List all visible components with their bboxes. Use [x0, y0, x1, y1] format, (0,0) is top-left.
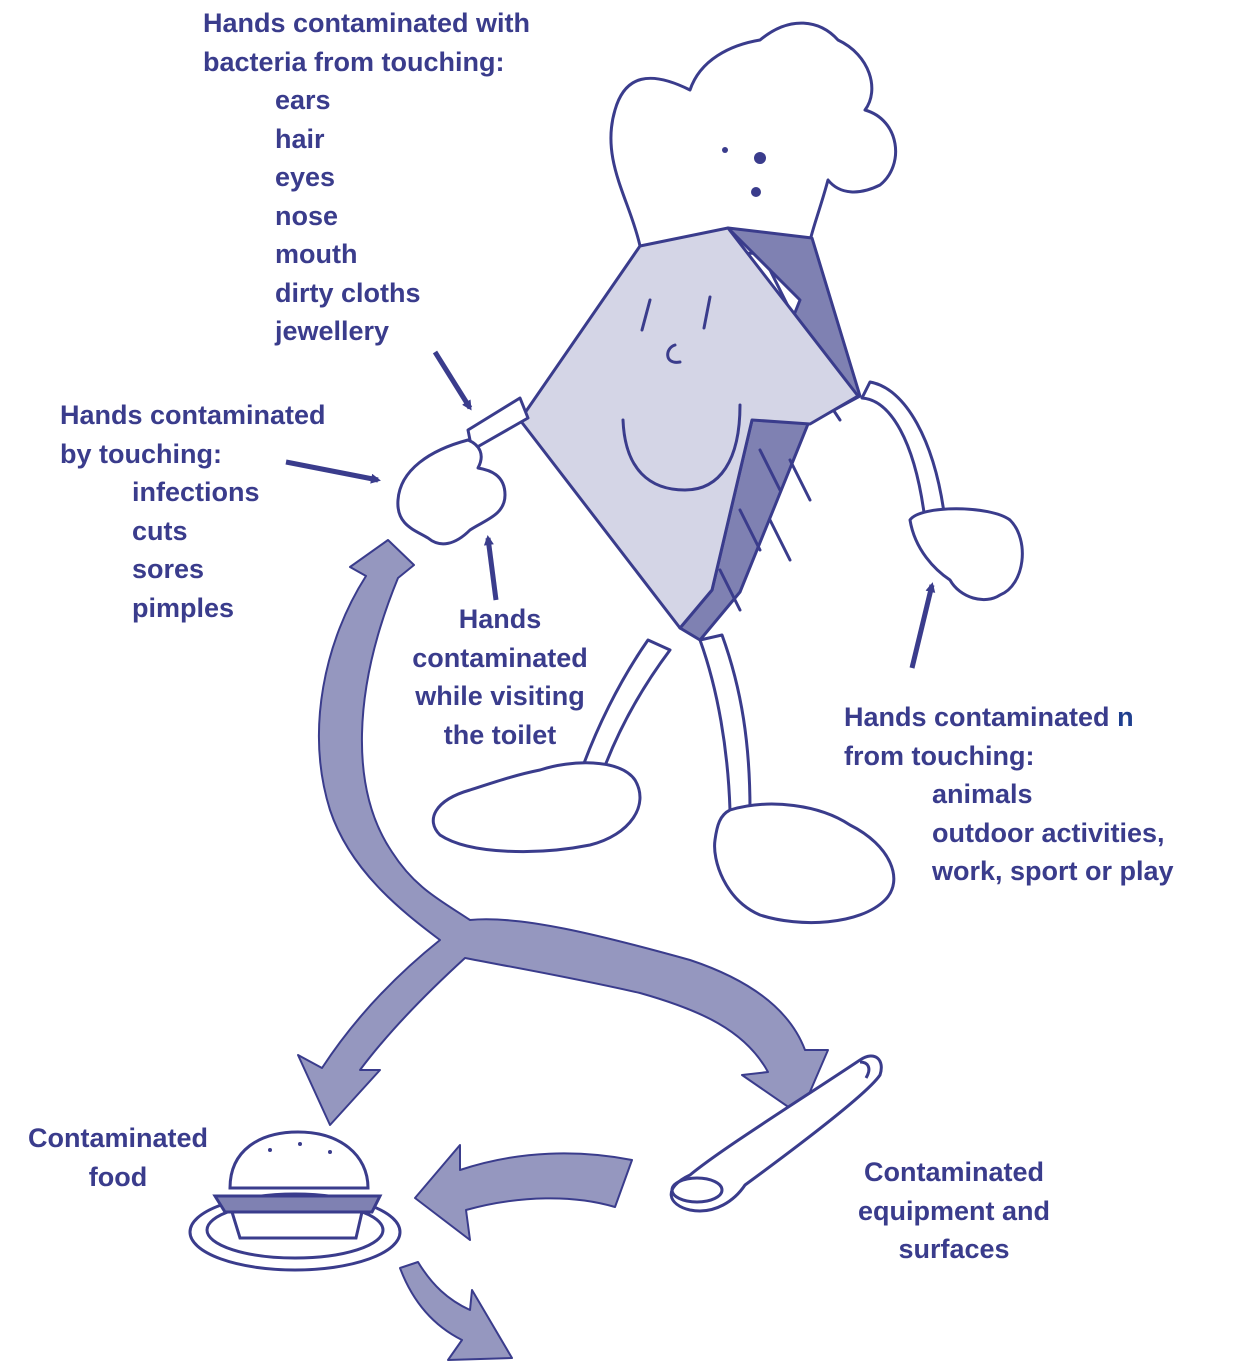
label-hands-animals: Hands contaminated n from touching: anim…	[844, 698, 1174, 891]
label-hands-bacteria: Hands contaminated with bacteria from to…	[203, 4, 530, 351]
arrow-to-wrist	[435, 352, 470, 408]
label-hands-toilet-line-2: contaminated	[380, 639, 620, 678]
list-item: hair	[275, 120, 530, 159]
label-hands-bacteria-heading-1: Hands contaminated with	[203, 4, 530, 43]
list-item: work, sport or play	[932, 852, 1174, 891]
chef-left-arm	[468, 398, 528, 450]
label-equipment-line-1: Contaminated	[826, 1153, 1082, 1192]
list-item: mouth	[275, 235, 530, 274]
arrow-up-to-hand	[488, 538, 496, 600]
label-hands-toilet-line-1: Hands	[380, 600, 620, 639]
label-hands-toilet-line-4: the toilet	[380, 716, 620, 755]
list-item: sores	[132, 550, 326, 589]
list-item: pimples	[132, 589, 326, 628]
list-item: outdoor activities,	[932, 814, 1174, 853]
label-hands-animals-stray-letter: n	[1117, 702, 1134, 732]
label-contaminated-food: Contaminated food	[0, 1119, 236, 1196]
label-food-line-1: Contaminated	[0, 1119, 236, 1158]
label-contaminated-equipment: Contaminated equipment and surfaces	[826, 1153, 1082, 1269]
label-hands-touching-heading-1: Hands contaminated	[60, 396, 326, 435]
list-item: eyes	[275, 158, 530, 197]
label-food-line-2: food	[0, 1158, 236, 1197]
chef-left-foot	[433, 763, 640, 852]
flow-arrow-to-food	[415, 1145, 632, 1240]
list-item: dirty cloths	[275, 274, 530, 313]
chef-right-hand	[910, 509, 1022, 600]
list-item: cuts	[132, 512, 326, 551]
label-equipment-line-2: equipment and	[826, 1192, 1082, 1231]
arrow-to-right-hand	[912, 585, 932, 668]
label-hands-bacteria-heading-2: bacteria from touching:	[203, 43, 530, 82]
label-equipment-line-3: surfaces	[826, 1230, 1082, 1269]
label-hands-animals-heading-2: from touching:	[844, 737, 1174, 776]
chef-right-leg	[700, 635, 750, 810]
list-item: ears	[275, 81, 530, 120]
label-hands-toilet-line-3: while visiting	[380, 677, 620, 716]
list-item: infections	[132, 473, 326, 512]
chef-hat	[611, 23, 896, 253]
list-item: nose	[275, 197, 530, 236]
flow-arrow-down	[400, 1262, 512, 1360]
label-hands-animals-heading-text: Hands contaminated	[844, 702, 1110, 732]
label-hands-toilet: Hands contaminated while visiting the to…	[380, 600, 620, 754]
list-item: animals	[932, 775, 1174, 814]
list-item: jewellery	[275, 312, 530, 351]
chef-right-arm	[862, 382, 945, 520]
chef-left-hand	[398, 440, 505, 544]
label-hands-touching: Hands contaminated by touching: infectio…	[60, 396, 326, 627]
label-hands-touching-heading-2: by touching:	[60, 435, 326, 474]
label-hands-animals-heading-1: Hands contaminated n	[844, 698, 1174, 737]
